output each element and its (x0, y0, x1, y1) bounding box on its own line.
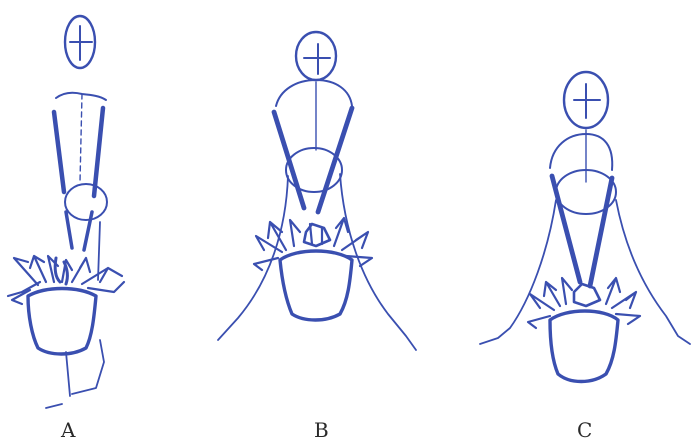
figure-c-pot (550, 311, 618, 382)
figure-b (218, 32, 416, 350)
figure-c-right-leg (616, 200, 690, 344)
figure-a-shoulders (56, 93, 106, 100)
figure-a-right-arm (94, 108, 103, 196)
label-c: C (577, 418, 592, 442)
figure-a-pelvis (65, 184, 107, 220)
figure-b-head (296, 32, 336, 80)
figure-a-right-forearm (84, 212, 92, 250)
figure-a-spine (80, 94, 82, 182)
figure-a-left-forearm (66, 212, 72, 248)
figure-c-left-leg (480, 200, 556, 344)
figure-a-left-arm (54, 112, 64, 192)
figure-c-plant (528, 278, 640, 328)
label-a: A (61, 418, 75, 442)
figure-b-pot (280, 251, 352, 320)
figure-a-back-leg (72, 222, 104, 394)
figure-c (480, 72, 690, 382)
figure-b-head-cross (304, 44, 330, 74)
figure-c-head-cross (574, 84, 600, 118)
figure-a-plant (8, 256, 124, 304)
figure-c-right-arm (590, 178, 612, 286)
figure-b-shoulders (276, 80, 352, 106)
figure-a-front-leg (46, 352, 70, 408)
figure-a-pot (28, 289, 96, 355)
figure-c-shoulders (550, 134, 612, 170)
label-b: B (314, 418, 329, 442)
figure-b-right-arm (318, 108, 352, 212)
figure-a (8, 16, 124, 408)
figure-a-head-cross (70, 26, 92, 60)
